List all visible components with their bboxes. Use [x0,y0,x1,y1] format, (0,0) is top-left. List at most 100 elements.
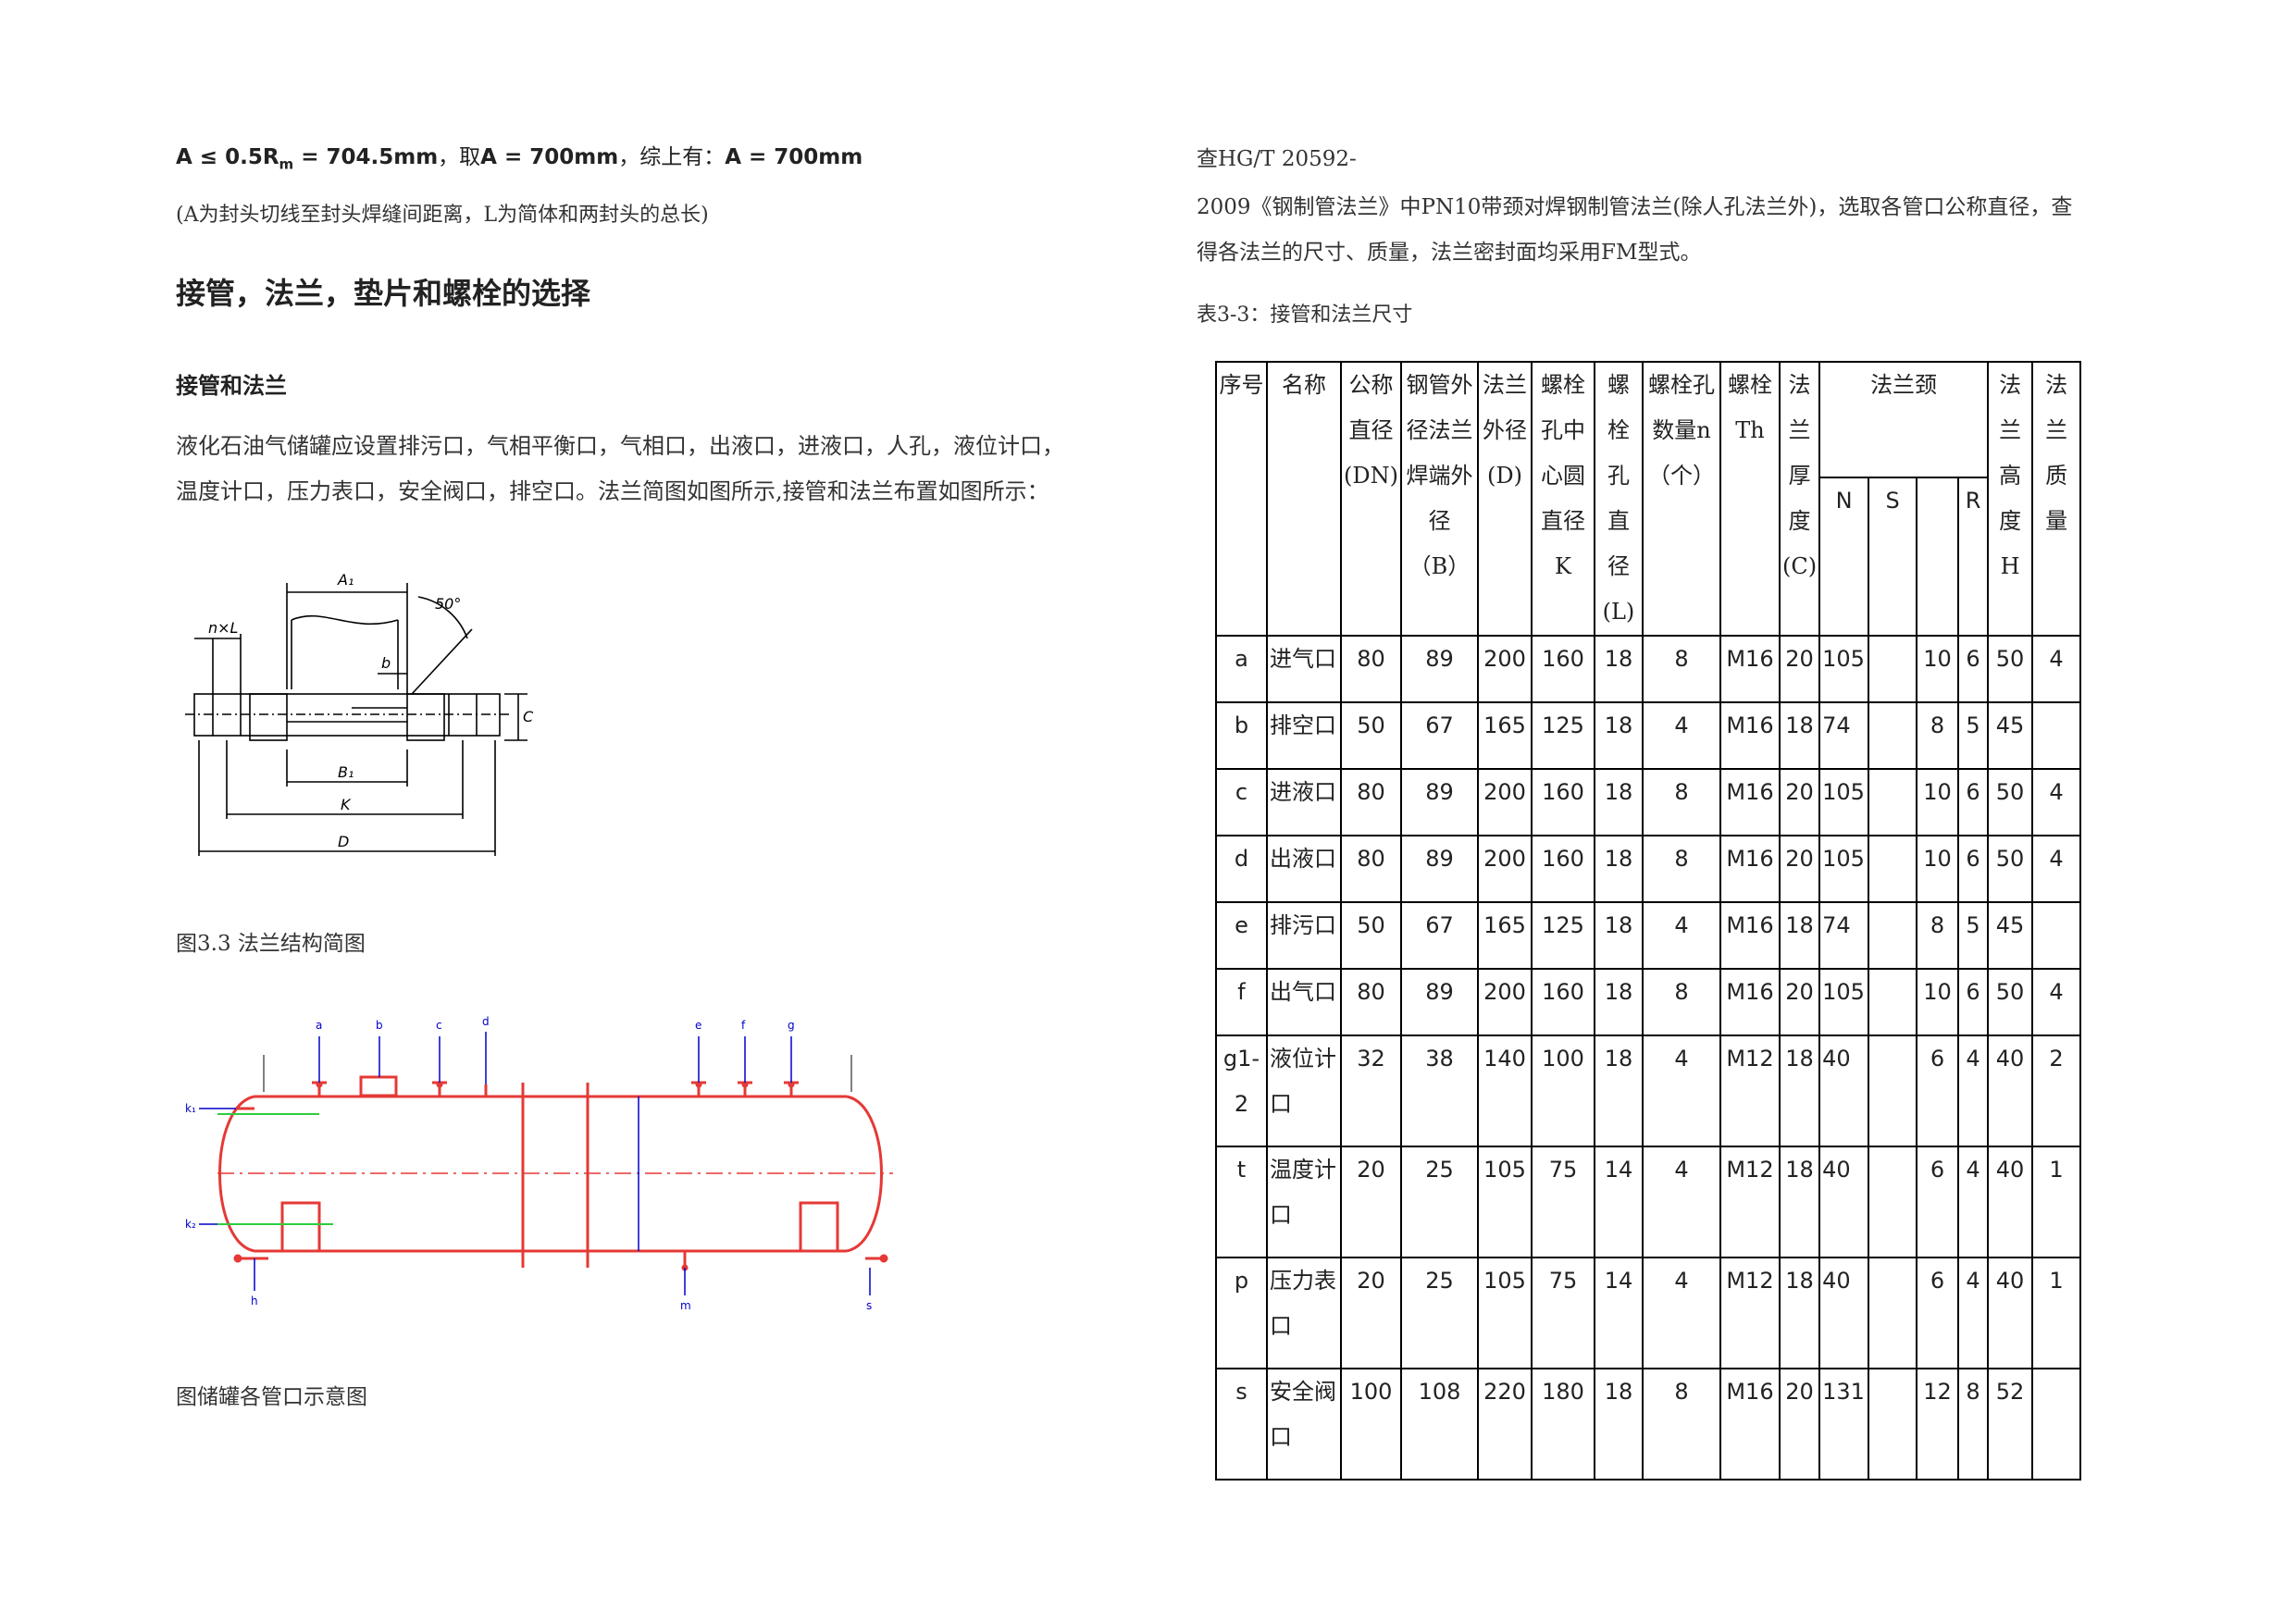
cell-k: 75 [1530,1146,1595,1258]
cell-r: 4 [1957,1035,1990,1147]
header-n: 螺栓孔数量n（个） [1641,361,1721,637]
cell-dn: 80 [1340,968,1402,1036]
cell-seq: e [1215,901,1268,970]
cell-h: 40 [1987,1257,2034,1369]
flange-dimensions-table: 序号 名称 公称直径(DN) 钢管外径法兰焊端外径（B） 法兰外径(D) 螺栓孔… [1215,360,2082,1481]
nozzle-label-a: a [316,1019,322,1032]
cell-seq: a [1215,635,1268,703]
cell-name: 排污口 [1266,901,1342,970]
cell-b: 89 [1399,835,1479,903]
cell-d: 200 [1476,635,1533,703]
cell-h: 52 [1987,1368,2034,1481]
nozzle-label-f: f [741,1019,746,1032]
cell-r: 6 [1957,968,1990,1036]
cell-x: 10 [1916,835,1960,903]
cell-l: 18 [1593,901,1644,970]
cell-seq: g1-2 [1215,1035,1268,1147]
cell-k: 180 [1530,1368,1595,1481]
flange-structure-diagram: A₁ n×L 50° b C B₁ K D [185,571,534,856]
nozzle-label-b: b [376,1019,383,1032]
cell-n: 4 [1641,901,1721,970]
label-d: D [338,833,349,850]
cell-s [1868,635,1918,703]
cell-s [1868,968,1918,1036]
cell-n: 8 [1641,968,1721,1036]
cell-seq: c [1215,768,1268,836]
header-b: 钢管外径法兰焊端外径（B） [1399,361,1479,637]
cell-c: 18 [1778,901,1821,970]
cell-s [1868,1035,1918,1147]
cell-h: 50 [1987,835,2034,903]
cell-x: 6 [1916,1035,1960,1147]
cell-c: 20 [1778,835,1821,903]
cell-nn: 131 [1818,1368,1870,1481]
cell-dn: 50 [1340,901,1402,970]
cell-h: 45 [1987,901,2034,970]
cell-nn: 105 [1818,968,1870,1036]
cell-l: 18 [1593,968,1644,1036]
cell-l: 14 [1593,1146,1644,1258]
formula-line: A ≤ 0.5Rm = 704.5mm，取A = 700mm，综上有：A = 7… [176,145,863,173]
figure1-caption: 图3.3 法兰结构简图 [176,932,366,956]
cell-b: 25 [1399,1146,1479,1258]
header-c: 法兰厚度(C) [1778,361,1821,637]
nozzle-label-k2: k₂ [185,1218,196,1231]
subsection-heading: 接管和法兰 [176,373,287,399]
cell-b: 108 [1399,1368,1479,1481]
cell-b: 38 [1399,1035,1479,1147]
cell-r: 4 [1957,1257,1990,1369]
cell-th: M16 [1719,835,1781,903]
cell-k: 125 [1530,701,1595,770]
cell-seq: d [1215,835,1268,903]
cell-d: 165 [1476,701,1533,770]
label-a1: A₁ [337,571,354,588]
paragraph-line-2: 温度计口，压力表口，安全阀口，排空口。法兰简图如图所示,接管和法兰布置如图所示： [176,478,1049,504]
cell-l: 18 [1593,835,1644,903]
cell-dn: 100 [1340,1368,1402,1481]
cell-m [2031,901,2082,970]
header-h: 法兰高度H [1987,361,2034,637]
cell-th: M16 [1719,701,1781,770]
cell-s [1868,701,1918,770]
cell-name: 压力表口 [1266,1257,1342,1369]
cell-b: 89 [1399,968,1479,1036]
cell-d: 105 [1476,1257,1533,1369]
cell-th: M16 [1719,968,1781,1036]
cell-k: 100 [1530,1035,1595,1147]
cell-r: 6 [1957,635,1990,703]
cell-c: 18 [1778,1257,1821,1369]
label-angle: 50° [435,595,461,613]
label-c: C [523,708,534,725]
cell-m: 4 [2031,635,2082,703]
cell-x: 6 [1916,1146,1960,1258]
cell-c: 18 [1778,701,1821,770]
cell-seq: s [1215,1368,1268,1481]
formula-note: (A为封头切线至封头焊缝间距离，L为简体和两封头的总长) [176,204,709,227]
cell-x: 8 [1916,701,1960,770]
cell-n: 4 [1641,701,1721,770]
cell-r: 5 [1957,701,1990,770]
cell-l: 18 [1593,1035,1644,1147]
nozzle-label-k1: k₁ [185,1102,196,1115]
cell-m: 2 [2031,1035,2082,1147]
cell-l: 14 [1593,1257,1644,1369]
cell-name: 温度计口 [1266,1146,1342,1258]
cell-h: 40 [1987,1035,2034,1147]
cell-th: M12 [1719,1035,1781,1147]
header-mass: 法兰质量 [2031,361,2082,637]
cell-dn: 50 [1340,701,1402,770]
cell-x: 10 [1916,635,1960,703]
cell-s [1868,835,1918,903]
cell-name: 液位计口 [1266,1035,1342,1147]
header-th: 螺栓Th [1719,361,1781,637]
cell-b: 67 [1399,701,1479,770]
cell-b: 67 [1399,901,1479,970]
cell-m [2031,1368,2082,1481]
cell-x: 10 [1916,768,1960,836]
nozzle-label-s: s [866,1299,872,1312]
cell-d: 165 [1476,901,1533,970]
cell-th: M16 [1719,768,1781,836]
cell-m: 1 [2031,1146,2082,1258]
cell-n: 4 [1641,1035,1721,1147]
